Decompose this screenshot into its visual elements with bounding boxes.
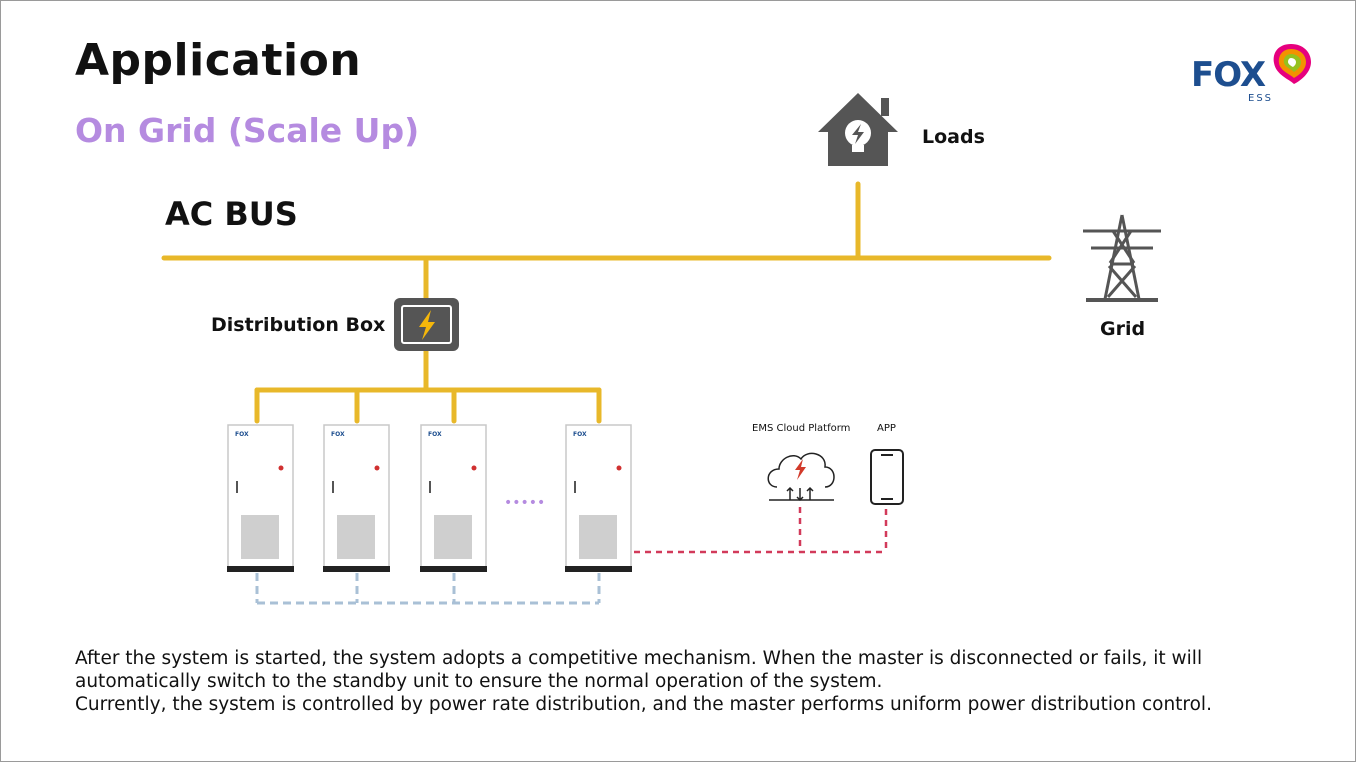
page-subtitle: On Grid (Scale Up) [75, 111, 420, 150]
ac-bus-label: AC BUS [165, 195, 298, 233]
battery-cabinet: FOX [420, 424, 487, 572]
battery-cabinet: FOX [565, 424, 632, 572]
internal-comm-line [255, 573, 601, 605]
phone-icon [870, 449, 904, 505]
logo-mark-icon [1273, 44, 1311, 84]
page-title: Application [75, 35, 362, 86]
svg-text:FOX: FOX [235, 431, 249, 438]
ems-cloud-label: EMS Cloud Platform [752, 423, 851, 434]
distribution-box-icon [394, 298, 459, 351]
ac-bus-line [161, 181, 1052, 424]
grid-tower-icon [1083, 214, 1161, 302]
grid-label: Grid [1100, 318, 1146, 340]
ems-comm-line [634, 507, 888, 554]
logo-text: FOX [1191, 55, 1266, 95]
svg-text:FOX: FOX [428, 431, 442, 438]
cloud-icon [767, 452, 835, 502]
fox-ess-logo: FOX ESS [1191, 41, 1321, 111]
description-line-2: Currently, the system is controlled by p… [75, 694, 1212, 715]
svg-text:FOX: FOX [573, 431, 587, 438]
cabinet-ellipsis: ••••• [504, 495, 545, 511]
app-label: APP [877, 423, 896, 434]
description: After the system is started, the system … [75, 647, 1305, 716]
svg-text:FOX: FOX [331, 431, 345, 438]
distribution-box-label: Distribution Box [211, 314, 386, 336]
house-icon [818, 93, 898, 166]
loads-label: Loads [922, 126, 985, 148]
battery-cabinet: FOX [323, 424, 390, 572]
description-line-1: After the system is started, the system … [75, 648, 1203, 692]
battery-cabinet: FOX [227, 424, 294, 572]
logo-subtext: ESS [1248, 93, 1274, 104]
